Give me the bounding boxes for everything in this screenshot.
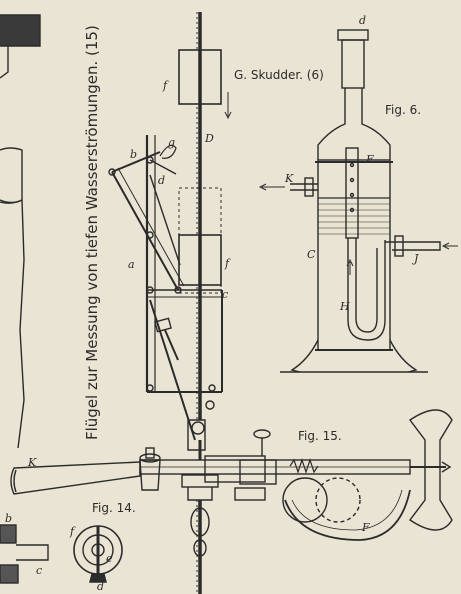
label-b-left: b — [5, 512, 12, 525]
label-H: H — [339, 300, 350, 313]
fig14-detail-drawing — [73, 525, 123, 583]
label-f-upper: f — [162, 79, 169, 92]
label-D: D — [204, 132, 214, 145]
label-e-fig14: e — [106, 552, 113, 565]
label-f-fig14: f — [69, 525, 76, 538]
label-F-fig15: F — [361, 521, 370, 534]
fig14-caption: Fig. 14. — [92, 501, 136, 515]
label-F-fig6: F — [365, 153, 374, 166]
fig15-caption: Fig. 15. — [298, 429, 342, 443]
label-K-left: K — [27, 456, 37, 469]
label-f-lower: f — [224, 257, 231, 270]
left-edge-partial-drawing — [0, 14, 49, 584]
fig6-vessel-drawing — [258, 29, 458, 373]
label-c: c — [222, 288, 228, 301]
label-g: g — [168, 136, 175, 149]
label-d-mid: d — [158, 174, 165, 187]
label-K-fig6: K — [284, 172, 294, 185]
central-current-meter — [108, 12, 232, 594]
attribution-label: G. Skudder. (6) — [234, 68, 324, 82]
fig15-current-meter-drawing — [10, 409, 453, 541]
vertical-title: Flügel zur Messung von tiefen Wasserströ… — [83, 25, 101, 440]
fig6-caption: Fig. 6. — [385, 103, 421, 117]
label-b: b — [130, 148, 137, 161]
label-d-fig14: d — [97, 580, 104, 593]
label-d-top: d — [359, 14, 366, 27]
label-a: a — [128, 258, 135, 271]
label-J: J — [412, 252, 419, 265]
label-c-left: c — [36, 564, 42, 577]
label-C: C — [307, 248, 316, 261]
